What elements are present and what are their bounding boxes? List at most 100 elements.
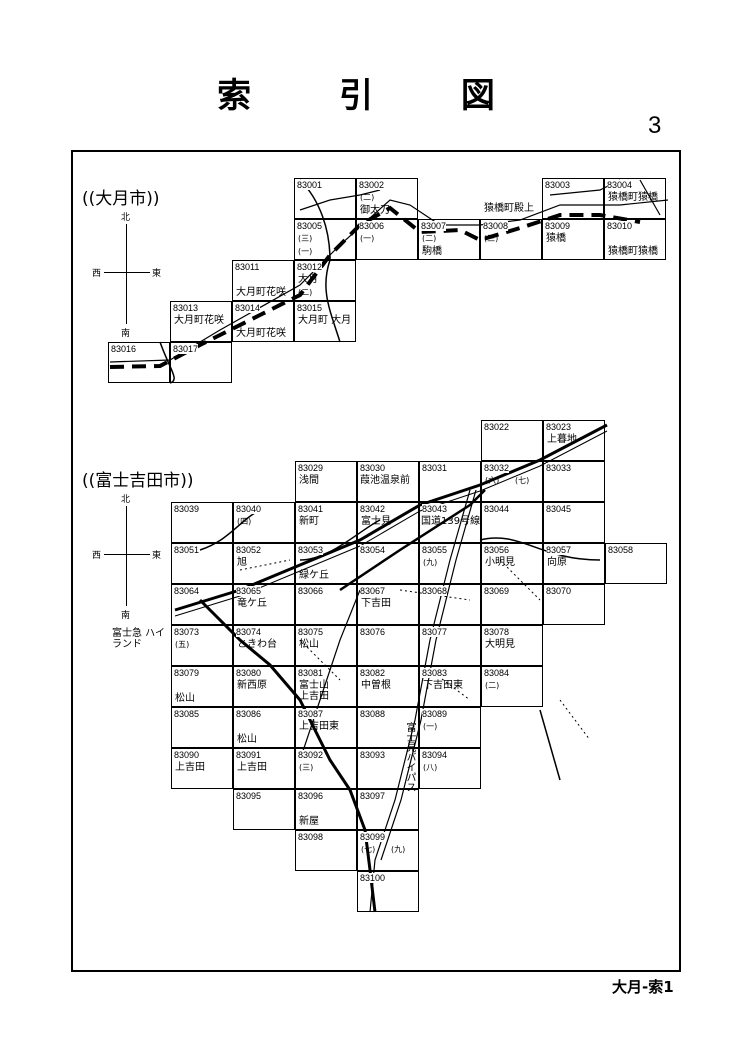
map-sheet-cell[interactable]: 83074 bbox=[233, 625, 295, 666]
map-sheet-cell[interactable]: 83015 bbox=[294, 301, 356, 342]
place-label: 葭池温泉前 bbox=[360, 475, 410, 486]
map-sheet-cell[interactable]: 83082 bbox=[357, 666, 419, 707]
place-label: ときわ台 bbox=[237, 639, 277, 650]
map-sheet-cell[interactable]: 83088 bbox=[357, 707, 419, 748]
map-sheet-cell[interactable]: 83032 bbox=[481, 461, 543, 502]
sheet-number: 83089 bbox=[422, 709, 448, 719]
map-sheet-cell[interactable]: 83067 bbox=[357, 584, 419, 625]
map-sheet-cell[interactable]: 83086 bbox=[233, 707, 295, 748]
sheet-number: 83005 bbox=[297, 221, 323, 231]
map-sheet-cell[interactable]: 83051 bbox=[171, 543, 233, 584]
place-label: (二) bbox=[485, 681, 500, 690]
map-sheet-cell[interactable]: 83014 bbox=[232, 301, 294, 342]
map-sheet-cell[interactable]: 83098 bbox=[295, 830, 357, 871]
sheet-number: 83090 bbox=[174, 750, 200, 760]
map-sheet-cell[interactable]: 83029 bbox=[295, 461, 357, 502]
sheet-number: 83054 bbox=[360, 545, 386, 555]
place-label: 駒橋 bbox=[422, 246, 442, 257]
place-label: (六) bbox=[485, 476, 500, 485]
map-sheet-cell[interactable]: 83089 bbox=[419, 707, 481, 748]
map-sheet-cell[interactable]: 83053 bbox=[295, 543, 357, 584]
sheet-number: 83073 bbox=[174, 627, 200, 637]
map-sheet-cell[interactable]: 83010 bbox=[604, 219, 666, 260]
map-sheet-cell[interactable]: 83040 bbox=[233, 502, 295, 543]
place-label: 上吉田 bbox=[175, 762, 205, 773]
map-sheet-cell[interactable]: 83054 bbox=[357, 543, 419, 584]
map-sheet-cell[interactable]: 83056 bbox=[481, 543, 543, 584]
map-sheet-cell[interactable]: 83065 bbox=[233, 584, 295, 625]
map-sheet-cell[interactable]: 83079 bbox=[171, 666, 233, 707]
map-sheet-cell[interactable]: 83043 bbox=[419, 502, 481, 543]
map-sheet-cell[interactable]: 83039 bbox=[171, 502, 233, 543]
map-sheet-cell[interactable]: 83087 bbox=[295, 707, 357, 748]
map-sheet-cell[interactable]: 83094 bbox=[419, 748, 481, 789]
map-sheet-cell[interactable]: 83016 bbox=[108, 342, 170, 383]
map-sheet-cell[interactable]: 83012 bbox=[294, 260, 356, 301]
sheet-number: 83064 bbox=[174, 586, 200, 596]
map-sheet-cell[interactable]: 83100 bbox=[357, 871, 419, 912]
sheet-number: 83098 bbox=[298, 832, 324, 842]
map-sheet-cell[interactable]: 83084 bbox=[481, 666, 543, 707]
map-sheet-cell[interactable]: 83069 bbox=[481, 584, 543, 625]
map-sheet-cell[interactable]: 83085 bbox=[171, 707, 233, 748]
map-sheet-cell[interactable]: 83033 bbox=[543, 461, 605, 502]
map-sheet-cell[interactable]: 83064 bbox=[171, 584, 233, 625]
map-sheet-cell[interactable]: 83041 bbox=[295, 502, 357, 543]
map-sheet-cell[interactable]: 83030 bbox=[357, 461, 419, 502]
sheet-number: 83100 bbox=[360, 873, 386, 883]
map-sheet-cell[interactable]: 83076 bbox=[357, 625, 419, 666]
map-sheet-cell[interactable]: 83044 bbox=[481, 502, 543, 543]
sheet-number: 83056 bbox=[484, 545, 510, 555]
sheet-number: 83002 bbox=[359, 180, 385, 190]
map-sheet-cell[interactable]: 83095 bbox=[233, 789, 295, 830]
map-sheet-cell[interactable]: 83045 bbox=[543, 502, 605, 543]
map-sheet-cell[interactable]: 83070 bbox=[543, 584, 605, 625]
place-label: 松山 bbox=[299, 639, 319, 650]
place-label: 富士見 bbox=[361, 516, 391, 527]
map-sheet-cell[interactable]: 83078 bbox=[481, 625, 543, 666]
map-sheet-cell[interactable]: 83075 bbox=[295, 625, 357, 666]
map-sheet-cell[interactable]: 83003 bbox=[542, 178, 604, 219]
map-sheet-cell[interactable]: 83002 bbox=[356, 178, 418, 219]
map-sheet-cell[interactable]: 83083 bbox=[419, 666, 481, 707]
map-sheet-cell[interactable]: 83058 bbox=[605, 543, 667, 584]
north-label: 北 bbox=[121, 495, 131, 505]
map-sheet-cell[interactable]: 83073 bbox=[171, 625, 233, 666]
map-sheet-cell[interactable]: 83023 bbox=[543, 420, 605, 461]
map-sheet-cell[interactable]: 83042 bbox=[357, 502, 419, 543]
map-sheet-cell[interactable]: 83066 bbox=[295, 584, 357, 625]
sheet-number: 83085 bbox=[174, 709, 200, 719]
map-sheet-cell[interactable]: 83068 bbox=[419, 584, 481, 625]
map-sheet-cell[interactable]: 83097 bbox=[357, 789, 419, 830]
map-sheet-cell[interactable]: 83091 bbox=[233, 748, 295, 789]
place-label: (四) bbox=[237, 517, 252, 526]
sheet-number: 83057 bbox=[546, 545, 572, 555]
map-sheet-cell[interactable]: 83090 bbox=[171, 748, 233, 789]
sheet-number: 83043 bbox=[422, 504, 448, 514]
map-sheet-cell[interactable]: 83080 bbox=[233, 666, 295, 707]
map-sheet-cell[interactable]: 83092 bbox=[295, 748, 357, 789]
map-sheet-cell[interactable]: 83031 bbox=[419, 461, 481, 502]
map-sheet-cell[interactable]: 83081 bbox=[295, 666, 357, 707]
map-sheet-cell[interactable]: 83013 bbox=[170, 301, 232, 342]
map-sheet-cell[interactable]: 83017 bbox=[170, 342, 232, 383]
map-sheet-cell[interactable]: 83093 bbox=[357, 748, 419, 789]
map-sheet-cell[interactable]: 83008 bbox=[480, 219, 542, 260]
map-sheet-cell[interactable]: 83022 bbox=[481, 420, 543, 461]
map-sheet-cell[interactable]: 83055 bbox=[419, 543, 481, 584]
map-sheet-cell[interactable]: 83006 bbox=[356, 219, 418, 260]
map-sheet-cell[interactable]: 83099 bbox=[357, 830, 419, 871]
place-label: (三) bbox=[484, 234, 499, 243]
sheet-number: 83003 bbox=[545, 180, 571, 190]
map-sheet-cell[interactable]: 83096 bbox=[295, 789, 357, 830]
map-sheet-cell[interactable]: 83057 bbox=[543, 543, 605, 584]
map-sheet-cell[interactable]: 83009 bbox=[542, 219, 604, 260]
sheet-number: 83081 bbox=[298, 668, 324, 678]
map-sheet-cell[interactable]: 83011 bbox=[232, 260, 294, 301]
map-sheet-cell[interactable]: 83004 bbox=[604, 178, 666, 219]
map-sheet-cell[interactable]: 83077 bbox=[419, 625, 481, 666]
map-sheet-cell[interactable]: 83005 bbox=[294, 219, 356, 260]
map-sheet-cell[interactable]: 83052 bbox=[233, 543, 295, 584]
map-sheet-cell[interactable]: 83001 bbox=[294, 178, 356, 219]
map-sheet-cell[interactable]: 83007 bbox=[418, 219, 480, 260]
